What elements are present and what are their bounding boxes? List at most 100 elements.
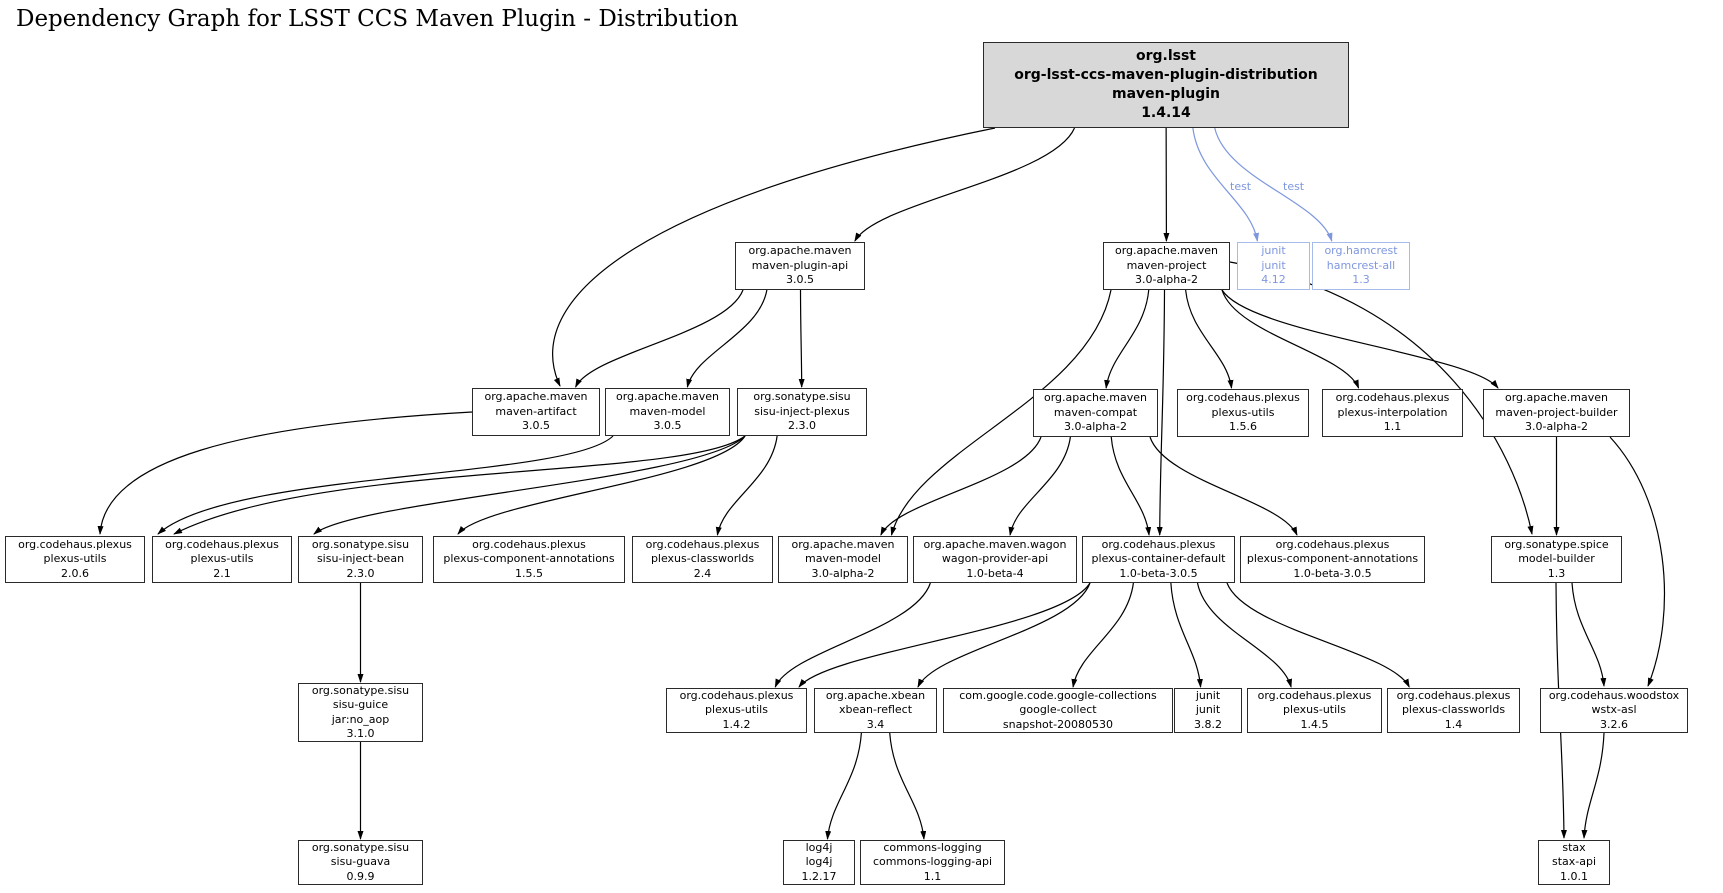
node-line: 1.1: [923, 869, 942, 883]
node-line: org.sonatype.sisu: [753, 390, 851, 404]
node-line: maven-artifact: [495, 404, 577, 418]
node-line: 2.1: [213, 566, 231, 580]
node-line: com.google.code.google-collections: [959, 688, 1157, 702]
node-line: sisu-guava: [330, 855, 391, 869]
node-line: org.codehaus.plexus: [18, 537, 132, 551]
node-line: org.codehaus.plexus: [1396, 688, 1511, 702]
node-line: 4.12: [1261, 273, 1286, 287]
node-line: org.sonatype.sisu: [311, 840, 410, 854]
node-line: org.hamcrest: [1324, 244, 1398, 258]
node-line: 1.1: [1383, 420, 1402, 434]
edge-plexus-container-default>junit-382: [1170, 582, 1203, 688]
edge-sisu-inject-plexus>sisu-inject-bean: [313, 435, 746, 535]
node-line: maven-plugin: [1111, 86, 1220, 102]
node-line: commons-logging-api: [872, 855, 993, 869]
node-line: junit: [1195, 688, 1221, 702]
edge-xbean-reflect>commons-logging: [889, 732, 927, 840]
node-line: maven-model: [629, 404, 706, 418]
node-line: 3.2.6: [1600, 717, 1628, 731]
edge-xbean-reflect>log4j: [825, 732, 862, 840]
node-line: org.codehaus.plexus: [472, 537, 586, 551]
node-line: 1.4.14: [1141, 105, 1191, 121]
node-line: 3.0.5: [653, 419, 682, 433]
node-line: org.apache.maven: [1044, 391, 1147, 405]
edge-sisu-inject-plexus>plexus-classworlds-24: [715, 435, 778, 536]
node-line: 1.0.1: [1560, 869, 1588, 883]
node-line: plexus-utils: [1283, 703, 1346, 717]
node-line: org.codehaus.plexus: [1101, 537, 1216, 551]
node-line: 3.0-alpha-2: [1064, 420, 1127, 434]
node-line: sisu-inject-bean: [316, 552, 405, 566]
edge-model-builder>woodstox: [1571, 582, 1607, 687]
edge-plexus-container-default>plexus-utils-142: [798, 582, 1091, 688]
node-line: 1.5.6: [1229, 420, 1257, 434]
node-line: google-collect: [1019, 703, 1097, 717]
node-line: org.codehaus.woodstox: [1548, 688, 1680, 702]
edge-wagon-provider-api>plexus-utils-142: [774, 582, 931, 688]
edge-root>hamcrest: [1214, 127, 1333, 242]
node-line: org.codehaus.plexus: [1257, 688, 1372, 702]
node-line: stax: [1562, 840, 1586, 854]
node-line: org.lsst: [1135, 48, 1197, 64]
node-line: log4j: [805, 855, 833, 869]
edge-maven-plugin-api>sisu-inject-plexus: [798, 289, 805, 388]
node-line: snapshot-20080530: [1002, 717, 1114, 731]
node-line: org.apache.maven: [616, 390, 719, 404]
node-line: log4j: [805, 840, 833, 854]
edge-maven-compat>wagon-provider-api: [1008, 436, 1071, 536]
node-line: org.codehaus.plexus: [1186, 391, 1300, 405]
node-line: org.apache.xbean: [825, 688, 926, 702]
node-line: 3.0-alpha-2: [811, 566, 875, 580]
node-line: org.apache.maven: [484, 390, 588, 404]
node-line: 0.9.9: [346, 869, 375, 883]
node-line: org.apache.maven.wagon: [923, 537, 1067, 551]
edge-label-root>junit4: test: [1230, 180, 1252, 193]
node-line: wstx-asl: [1591, 703, 1637, 717]
node-line: org.codehaus.plexus: [165, 537, 279, 551]
node-line: org.apache.maven: [791, 537, 895, 551]
node-line: stax-api: [1551, 855, 1597, 869]
node-line: 3.0.5: [786, 273, 814, 287]
graph-title: Dependency Graph for LSST CCS Maven Plug…: [16, 6, 739, 32]
node-line: 2.3.0: [788, 419, 816, 433]
node-line: commons-logging: [883, 840, 982, 854]
node-line: maven-model: [805, 552, 881, 566]
node-line: plexus-interpolation: [1337, 405, 1448, 419]
edge-maven-project>maven-compat: [1104, 289, 1150, 389]
node-line: 3.8.2: [1194, 717, 1222, 731]
node-line: hamcrest-all: [1326, 258, 1396, 272]
edge-plexus-container-default>plexus-classworlds-14: [1226, 582, 1410, 688]
edge-maven-project>maven-model-alpha: [890, 289, 1112, 536]
node-line: 3.0-alpha-2: [1525, 420, 1588, 434]
node-line: 1.3: [1352, 273, 1370, 287]
node-line: 3.1.0: [346, 727, 375, 740]
node-line: plexus-utils: [1211, 405, 1275, 419]
edge-maven-artifact>plexus-utils-206: [97, 411, 473, 535]
node-line: 1.3: [1547, 566, 1566, 580]
edge-label-root>hamcrest: test: [1283, 180, 1305, 193]
edge-maven-project-builder>woodstox: [1609, 436, 1666, 687]
node-line: 1.0-beta-4: [966, 566, 1024, 580]
